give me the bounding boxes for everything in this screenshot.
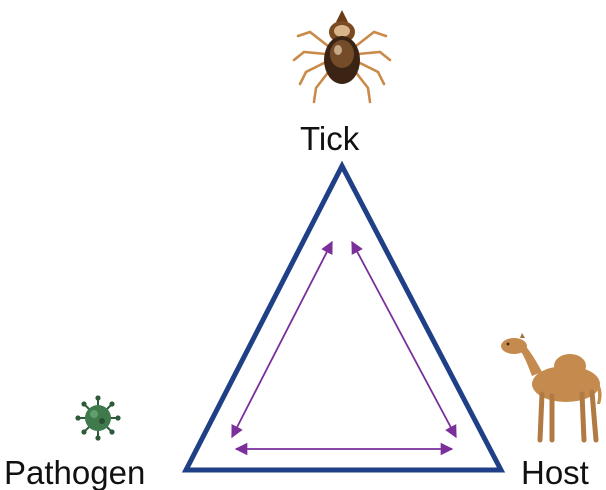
host-label: Host [521,456,589,489]
tick-label: Tick [300,122,359,155]
arrow-tick-pathogen [232,242,332,437]
outer-triangle [186,166,501,470]
arrow-tick-host [352,242,456,437]
virus-icon [74,394,122,442]
tick-icon [288,2,396,110]
pathogen-label: Pathogen [4,456,145,489]
camel-icon [498,320,606,446]
